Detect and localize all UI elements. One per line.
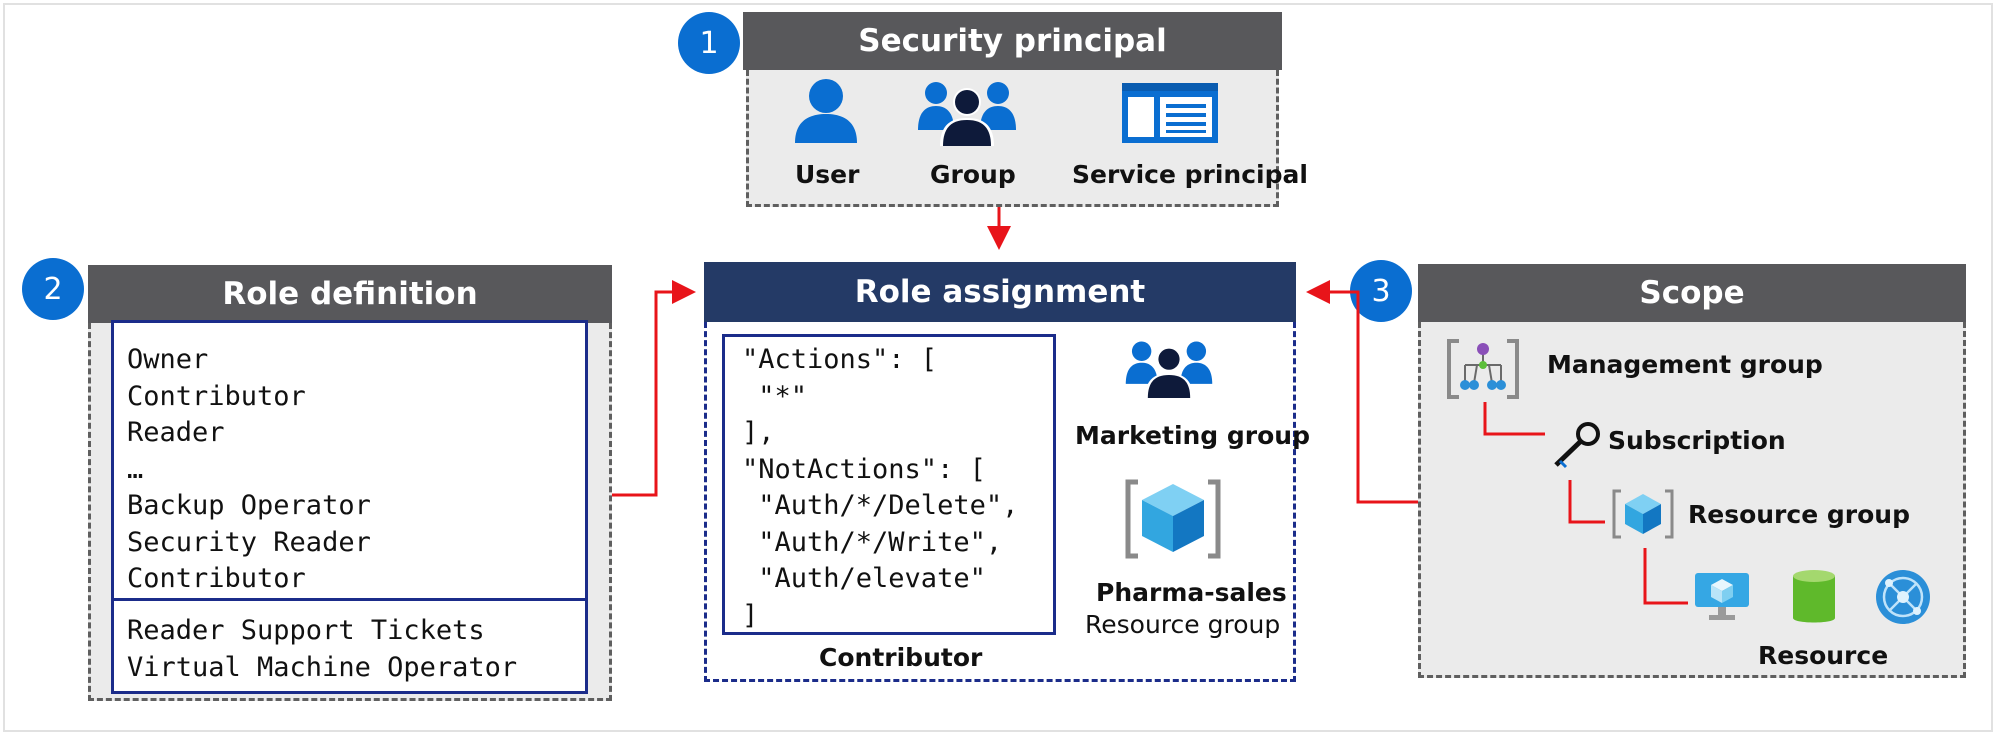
management-group-label: Management group: [1547, 350, 1823, 379]
json-line: "Auth/elevate": [742, 563, 986, 594]
resource-group-scope-label: Resource group: [1688, 500, 1910, 529]
builtin-role-item: Contributor: [127, 380, 306, 412]
arrow-scope-to-assignment: [1306, 280, 1418, 504]
key-icon: [1554, 422, 1600, 469]
role-assignment-title: Role assignment: [854, 274, 1146, 310]
resource-group-icon: [1612, 489, 1674, 539]
resource-label: Resource: [1758, 641, 1889, 670]
custom-role-item: Reader Support Tickets: [127, 615, 485, 646]
group-label: Group: [930, 160, 1016, 189]
security-principal-title: Security principal: [858, 23, 1167, 59]
builtin-role-item: Owner: [127, 344, 209, 375]
resource-group-caption: Resource group: [1085, 610, 1281, 639]
json-line: "NotActions": [: [742, 453, 986, 485]
json-line: "*": [742, 380, 808, 412]
step-badge-3: 3: [1350, 260, 1412, 322]
builtin-role-item: Contributor: [127, 563, 306, 594]
role-definition-title: Role definition: [222, 276, 478, 312]
role-definition-header: Role definition: [88, 265, 612, 323]
user-icon: [795, 79, 857, 143]
step-badge-2: 2: [22, 258, 84, 320]
storage-icon: [1793, 570, 1835, 623]
builtin-role-item: …: [127, 453, 144, 485]
role-definition-json: "Actions": [ "*"], "NotActions": [ "Auth/…: [742, 342, 1018, 634]
builtin-role-item: Reader: [127, 417, 225, 448]
user-label: User: [795, 160, 860, 189]
json-line: ],: [742, 417, 775, 448]
marketing-group-label: Marketing group: [1075, 421, 1310, 450]
security-principal-header: Security principal: [743, 12, 1282, 70]
builtin-role-item: Security Reader: [127, 526, 371, 558]
network-icon: [1876, 570, 1930, 624]
marketing-group-icon: [1125, 341, 1213, 398]
scope-header: Scope: [1418, 264, 1966, 322]
builtin-role-item: Backup Operator: [127, 490, 371, 521]
json-line: "Actions": [: [742, 344, 938, 375]
service-principal-label: Service principal: [1072, 160, 1308, 189]
service-principal-icon: [1122, 83, 1218, 143]
arrow-definition-to-assignment: [612, 280, 696, 497]
subscription-label: Subscription: [1608, 426, 1786, 455]
management-group-icon: [1447, 339, 1519, 399]
step-badge-1: 1: [678, 12, 740, 74]
scope-panel: [1418, 322, 1966, 678]
pharma-sales-label: Pharma-sales: [1096, 578, 1287, 607]
virtual-machine-icon: [1695, 573, 1749, 620]
role-definition-json-box: "Actions": [ "*"], "NotActions": [ "Auth/…: [722, 334, 1056, 635]
scope-tree-lines: [1483, 402, 1688, 605]
json-line: ]: [742, 599, 759, 631]
custom-role-item: Virtual Machine Operator: [127, 651, 518, 683]
role-assignment-header: Role assignment: [704, 262, 1296, 322]
scope-title: Scope: [1639, 275, 1745, 311]
contributor-caption: Contributor: [819, 643, 983, 672]
json-line: "Auth/*/Write",: [742, 526, 1003, 558]
json-line: "Auth/*/Delete",: [742, 490, 1019, 521]
group-icon: [918, 82, 1016, 146]
diagram-frame: [3, 3, 1993, 732]
resource-group-cube-icon: [1125, 479, 1221, 559]
